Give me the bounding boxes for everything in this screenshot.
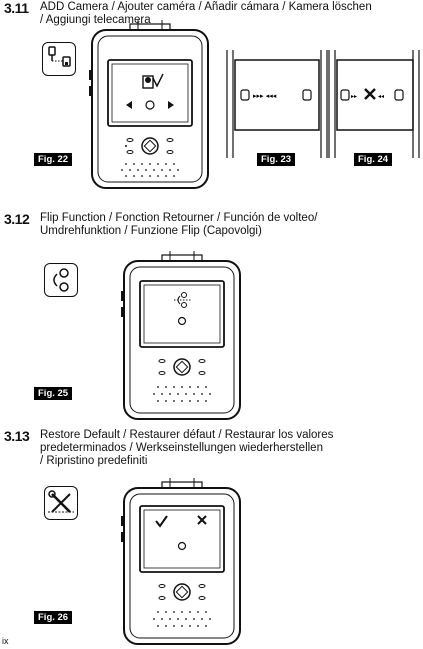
svg-text:▸▸▸ ◂◂◂: ▸▸▸ ◂◂◂ [253,92,277,100]
section-flip-function: 3.12 Flip Function / Fonction Retourner … [4,211,419,421]
section-restore-default: 3.13 Restore Default / Restaurer défaut … [4,428,419,645]
figure-label: Fig. 22 [34,153,73,166]
figure-label: Fig. 24 [354,153,393,166]
section-number: 3.13 [4,428,30,444]
section-add-camera: 3.11 ADD Camera / Ajouter caméra / Añadi… [4,0,420,189]
camera-add-icon [42,42,76,76]
svg-text:▸▸: ▸▸ [351,93,357,100]
section-number: 3.12 [4,211,30,227]
tools-icon [44,486,78,520]
pairing-failed-panel: ▸▸ ◂◂ [328,50,420,158]
svg-text:◂◂: ◂◂ [378,93,384,100]
section-number: 3.11 [4,0,29,16]
figure-label: Fig. 23 [257,153,296,166]
page-number: ix [2,636,9,646]
figure-label: Fig. 25 [34,387,73,400]
monitor-device [121,251,241,420]
section-title: ADD Camera / Ajouter caméra / Añadir cám… [40,1,372,26]
section-title: Restore Default / Restaurer défaut / Res… [40,429,334,467]
figure-label: Fig. 26 [34,611,73,624]
monitor-device [121,478,241,645]
flip-icon [44,263,78,297]
pairing-screen-panel: ▸▸▸ ◂◂◂ [226,50,328,158]
section-title: Flip Function / Fonction Retourner / Fun… [40,212,318,237]
monitor-device [89,20,209,189]
